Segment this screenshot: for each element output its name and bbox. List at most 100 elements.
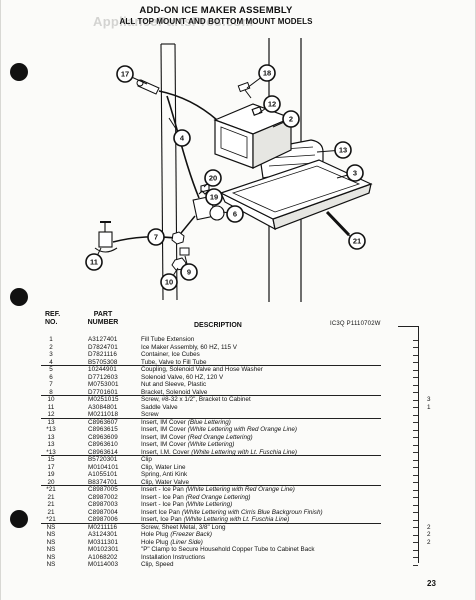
ref-number: *21 <box>46 486 56 493</box>
ref-number: NS <box>46 561 56 568</box>
model-code: IC3Q P1110702W <box>330 321 381 327</box>
callout-number: 3 <box>353 169 357 178</box>
screw-head <box>237 81 251 93</box>
description-text: Screw, #8-32 x 1/2", Bracket to Cabinet <box>141 396 251 403</box>
description: Installation Instructions <box>141 554 205 562</box>
description-text: Bracket, Solenoid Valve <box>141 388 208 396</box>
callout-number: 19 <box>210 193 218 202</box>
description-text: Insert, IM Cover <box>141 418 186 426</box>
description-text: Tube, Valve to Fill Tube <box>141 358 207 366</box>
callout-number: 17 <box>121 70 129 79</box>
description: Container, Ice Cubes <box>141 351 200 359</box>
binder-hole-top <box>10 63 28 81</box>
ice-container <box>219 159 373 231</box>
part-number: M0311301 <box>88 538 119 546</box>
callout-number: 9 <box>187 268 191 277</box>
description-text: Insert - Ice Pan <box>141 501 184 508</box>
callout-12: 12 <box>258 95 281 114</box>
description: Insert, IM Cover(Blue Lettering) <box>141 419 231 427</box>
description: Tube, Valve to Fill Tube <box>141 359 206 367</box>
description-text: Hole Plug <box>141 531 169 538</box>
description-text: Saddle Valve <box>141 403 178 411</box>
ref-number: NS <box>46 531 56 538</box>
description-text: Insert - Ice Pan <box>141 486 184 493</box>
callout-number: 4 <box>180 134 185 143</box>
quantity: 3 <box>427 396 431 403</box>
description: "P" Clamp to Secure Household Copper Tub… <box>141 546 315 554</box>
ref-number: NS <box>46 523 56 531</box>
callout-circle <box>226 205 244 223</box>
callout-circle <box>346 164 364 182</box>
description-text: Insert - Ice Pan <box>141 493 184 501</box>
valve-to-fill-tube <box>166 95 200 199</box>
ref-header-line2: NO. <box>45 319 58 326</box>
callout-circle <box>173 129 191 147</box>
ref-number: 7 <box>49 381 53 388</box>
callout-number: 13 <box>339 146 347 155</box>
description: Insert - Ice Pan(White Lettering) <box>141 501 232 509</box>
part-number: B5720301 <box>88 456 118 463</box>
callout-3: 3 <box>336 164 364 182</box>
page-number: 23 <box>427 579 436 588</box>
part-number: M0211018 <box>88 411 119 418</box>
table-row: 19 A1055101 Spring, Anti Kink <box>41 471 441 479</box>
callout-9: 9 <box>180 255 198 281</box>
part-number: A1068202 <box>88 553 118 561</box>
ice-maker-side <box>252 117 292 169</box>
description-text: Fill Tube Extension <box>141 336 195 343</box>
description-text: Spring, Anti Kink <box>141 471 188 478</box>
ref-number: 19 <box>47 471 55 478</box>
part-number: M0102301 <box>88 546 119 553</box>
description-note: (Red Orange Lettering) <box>185 493 251 501</box>
part-number: C8987006 <box>88 516 118 523</box>
description-header: DESCRIPTION <box>194 322 242 329</box>
part-number: B8374701 <box>88 478 118 486</box>
page-subtitle: ALL TOP MOUNT AND BOTTOM MOUNT MODELS <box>119 17 313 26</box>
part-number: A1055101 <box>88 471 118 478</box>
part-number: M0753001 <box>88 381 119 388</box>
callout-number: 20 <box>209 174 217 183</box>
ref-number: 8 <box>49 388 53 396</box>
callout-circle <box>334 141 352 159</box>
description-text: Installation Instructions <box>141 553 206 561</box>
description-note: (White Lettering with Cirris Blue Backgr… <box>181 508 323 516</box>
callout-number: 10 <box>165 278 173 287</box>
description: Solenoid Valve, 60 HZ, 120 V <box>141 374 223 382</box>
ref-number: 5 <box>49 366 53 373</box>
wall-edge-left <box>160 43 164 301</box>
ref-number: 13 <box>47 433 55 441</box>
part-number: C8963615 <box>88 426 118 433</box>
part-number: D7701601 <box>88 388 118 396</box>
description: Insert, IM Cover(White Lettering) <box>141 441 234 449</box>
quantity: 2 <box>427 538 431 546</box>
description: Insert, I.M. Cover(White Lettering with … <box>141 449 297 457</box>
description-note: (Blue Lettering) <box>187 418 231 426</box>
description-note: (White Lettering) <box>185 501 233 508</box>
description-text: Clip, Speed <box>141 561 174 568</box>
saddle-valve-body <box>98 231 113 248</box>
description-note: (White Lettering with Lt. Fuschia Line) <box>183 516 290 523</box>
description-text: Clip, Water Line <box>141 463 186 471</box>
ref-number: 1 <box>49 336 53 343</box>
part-number: D7821116 <box>88 351 117 358</box>
im-cover-insert <box>220 126 248 159</box>
fill-tube-extension <box>136 79 160 95</box>
part-number: 10244901 <box>88 366 117 373</box>
part-number: M0114003 <box>88 561 119 568</box>
ref-number: 2 <box>49 343 53 351</box>
description-text: "P" Clamp to Secure Household Copper Tub… <box>141 546 315 553</box>
part-number: M0251015 <box>88 396 119 403</box>
table-row: NS M0114003 Clip, Speed <box>41 561 441 569</box>
part-number: C8963609 <box>88 433 118 441</box>
